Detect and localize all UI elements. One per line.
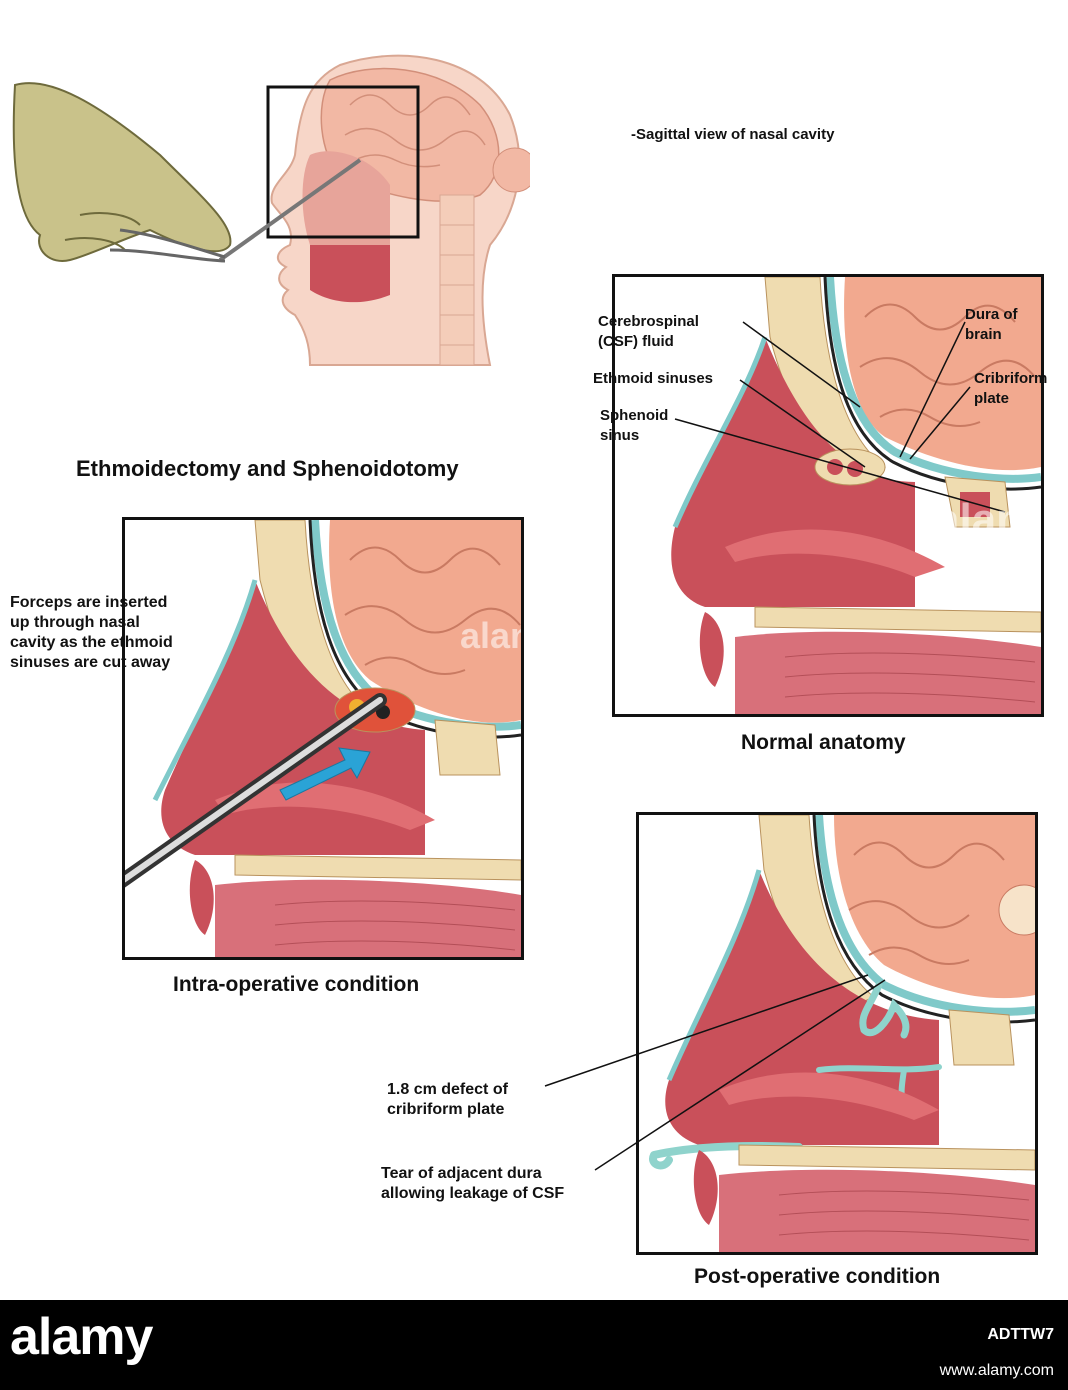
normal-anatomy-panel: alamy: [612, 274, 1044, 717]
watermark-logo: alamy: [10, 1308, 153, 1366]
label-dura-of-brain: Dura of brain: [965, 306, 1018, 343]
label-sphenoid-sinus: Sphenoid sinus: [600, 407, 669, 444]
caption-intraoperative: Intra-operative condition: [173, 973, 420, 996]
label-cribriform-plate: Cribriform plate: [974, 370, 1048, 407]
watermark-url: www.alamy.com: [939, 1362, 1054, 1379]
watermark-overlay-intraop: alamy: [460, 615, 521, 656]
label-ethmoid-sinuses: Ethmoid sinuses: [593, 370, 714, 387]
head-sagittal-svg: [12, 54, 538, 366]
label-cribriform-defect: 1.8 cm defect of cribriform plate: [387, 1081, 508, 1118]
watermark-overlay: alamy: [935, 495, 1041, 544]
label-csf-fluid: Cerebrospinal (CSF) fluid: [598, 313, 699, 350]
label-forceps-inserted: Forceps are inserted up through nasal ca…: [10, 594, 173, 671]
watermark-image-id: ADTTW7: [987, 1326, 1054, 1343]
page-title: Ethmoidectomy and Sphenoidotomy: [76, 456, 459, 481]
sagittal-view-note: -Sagittal view of nasal cavity: [631, 126, 835, 143]
normal-anatomy-svg: [615, 277, 1041, 714]
caption-postoperative: Post-operative condition: [694, 1265, 941, 1288]
postoperative-panel: [636, 812, 1038, 1255]
postoperative-svg: [639, 815, 1035, 1252]
head-with-forceps-illustration: [10, 45, 538, 375]
caption-normal-anatomy: Normal anatomy: [741, 731, 906, 754]
label-dura-tear: Tear of adjacent dura allowing leakage o…: [381, 1165, 565, 1202]
intraoperative-panel: alamy: [122, 517, 524, 960]
intraoperative-svg: [125, 520, 521, 957]
watermark-footer: [0, 1300, 1068, 1390]
postop-leader-lines: [544, 974, 886, 1171]
